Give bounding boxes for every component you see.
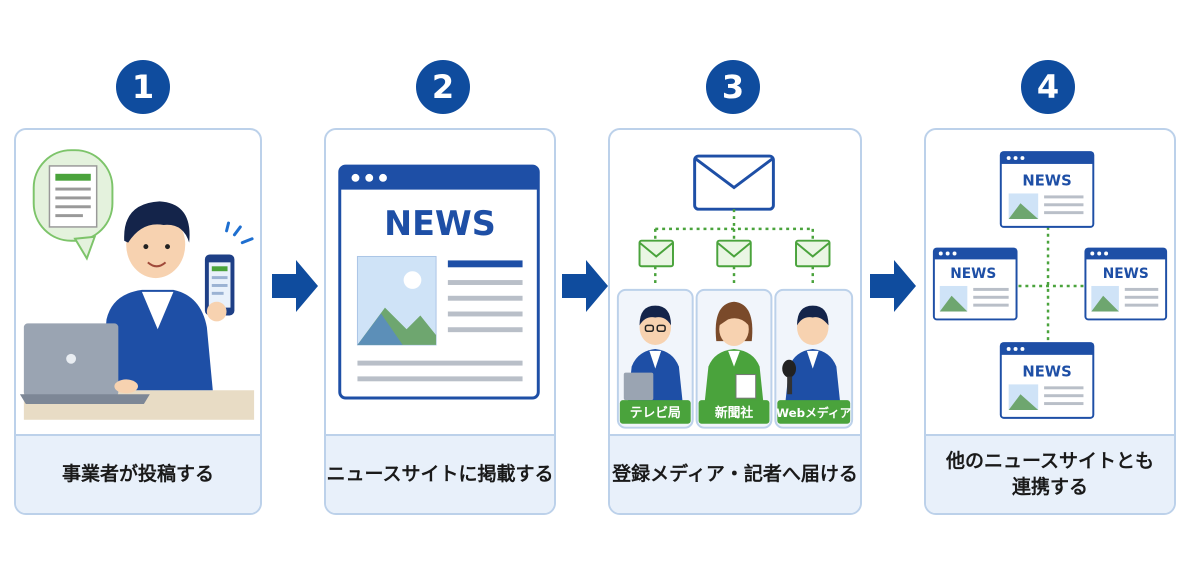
svg-text:NEWS: NEWS [1022, 173, 1071, 190]
step-1-card: 事業者が投稿する [14, 128, 262, 515]
step-4-caption-line-2: 連携する [1011, 475, 1088, 498]
step-4-number: 4 [1021, 60, 1075, 114]
step-3-caption: 登録メディア・記者へ届ける [610, 434, 860, 513]
media-label-web: Webメディア [776, 406, 852, 420]
step-1-caption: 事業者が投稿する [16, 434, 260, 513]
news-window-bottom: NEWS [999, 342, 1095, 419]
web-reporter-panel [774, 288, 854, 429]
svg-text:NEWS: NEWS [1022, 364, 1071, 381]
arrow-right-icon [272, 260, 318, 312]
step-4-caption-line-1: 他のニュースサイトとも [945, 449, 1155, 472]
media-label-newspaper: 新聞社 [715, 405, 754, 421]
step-2-card: NEWS ニュースサイトに掲載する [324, 128, 556, 515]
envelope-icon [638, 239, 831, 268]
media-distribution-illustration: テレビ局 新聞社 Webメディア [616, 154, 854, 429]
newspaper-reporter-panel [695, 288, 773, 429]
svg-text:NEWS: NEWS [950, 266, 996, 282]
step-1-number: 1 [116, 60, 170, 114]
step-2-number: 2 [416, 60, 470, 114]
site-network-illustration: NEWS NEWS NEWS NEWS [932, 151, 1168, 419]
tv-reporter-panel [616, 288, 694, 429]
step-4-caption: 他のニュースサイトとも 連携する [926, 434, 1174, 513]
svg-text:NEWS: NEWS [1103, 266, 1149, 282]
arrow-right-icon [870, 260, 916, 312]
news-window-left: NEWS [932, 247, 1018, 321]
news-site-illustration: NEWS [338, 164, 540, 400]
image-placeholder-icon [356, 255, 437, 346]
speech-bubble-icon [32, 149, 114, 261]
step-3-number: 3 [706, 60, 760, 114]
step-2-caption: ニュースサイトに掲載する [326, 434, 554, 513]
step-4-card: NEWS NEWS NEWS NEWS [924, 128, 1176, 515]
news-window-right: NEWS [1084, 247, 1168, 321]
envelope-icon [693, 154, 775, 211]
media-label-tv: テレビ局 [630, 405, 681, 421]
arrow-right-icon [562, 260, 608, 312]
news-window-top: NEWS [999, 151, 1095, 228]
business-posting-illustration [19, 149, 255, 420]
news-heading: NEWS [384, 204, 496, 243]
laptop-icon [19, 323, 150, 405]
step-3-card: テレビ局 新聞社 Webメディア 登録メディア・記者へ届ける [608, 128, 862, 515]
